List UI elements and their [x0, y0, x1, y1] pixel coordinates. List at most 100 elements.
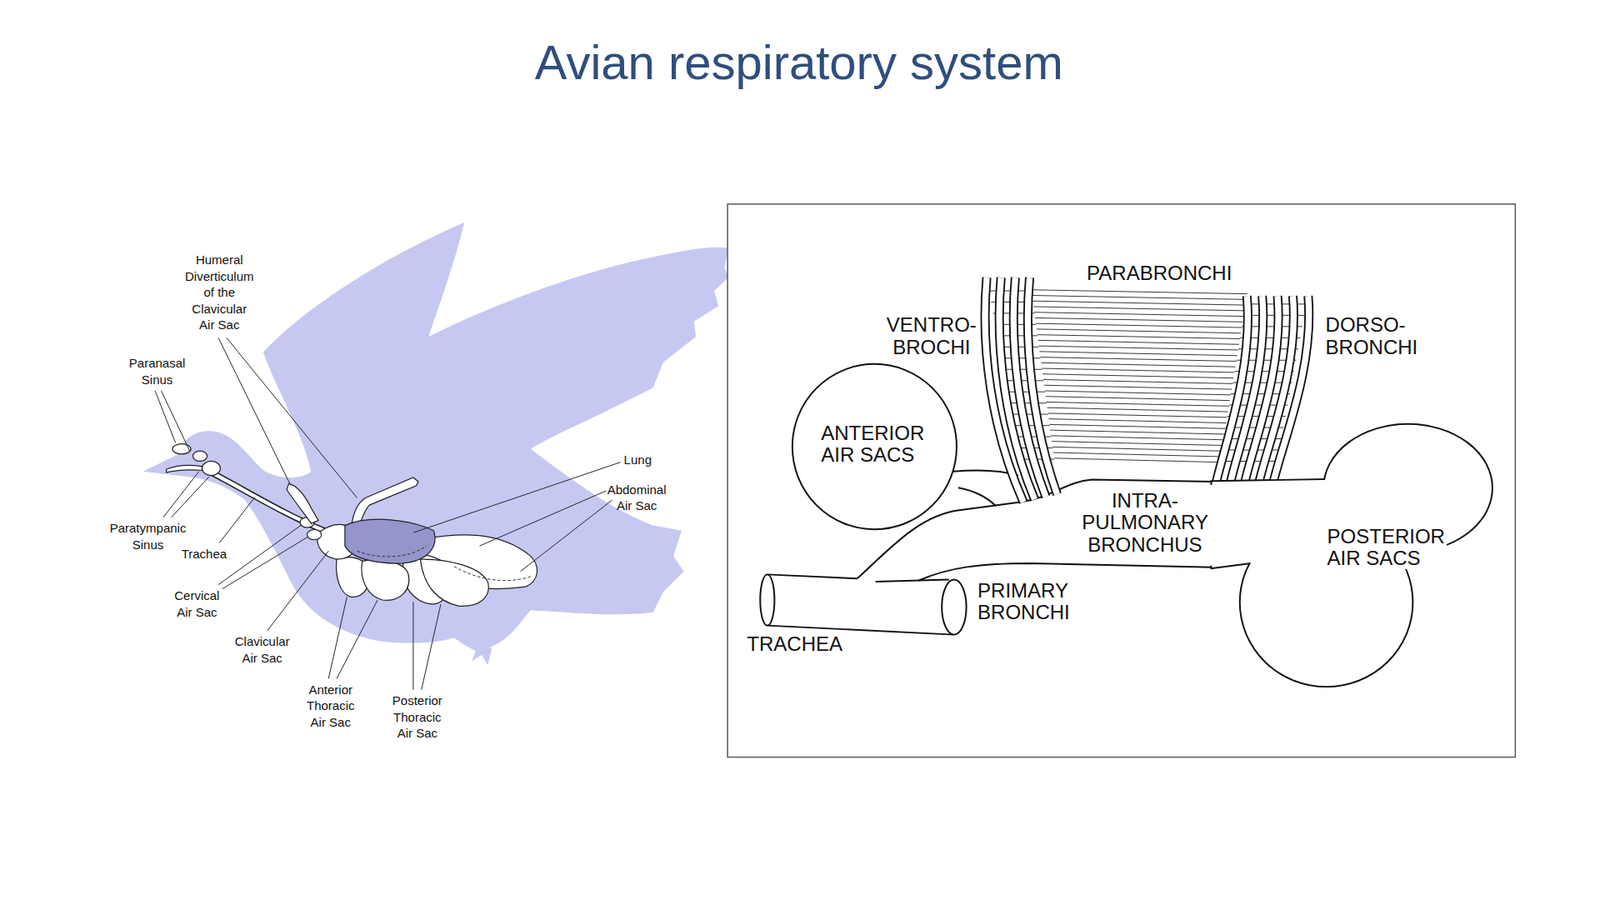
ventrobronchus-rung: [1000, 357, 1040, 359]
ventrobronchus-rung: [1005, 380, 1044, 381]
parabronchus-line: [1043, 380, 1233, 385]
parabronchus-line: [1039, 345, 1239, 350]
humeral-diverticulum: [286, 483, 319, 524]
parabronchus-line: [1033, 306, 1245, 311]
part-label: Humeral Diverticulum of the Clavicular A…: [185, 251, 255, 334]
bird-silhouette: [142, 222, 729, 665]
parabronchus-line: [1052, 446, 1222, 451]
part-label: Trachea: [181, 545, 227, 563]
humeral-diverticulum: [351, 477, 419, 526]
parabronchus-line: [1050, 430, 1225, 435]
parabronchus-line: [1054, 458, 1220, 463]
leader-line: [160, 390, 190, 451]
parabronchus-line: [1038, 340, 1240, 345]
bird-body: [142, 222, 729, 654]
parabronchus-line: [1051, 441, 1223, 446]
anterior-sac-neck: [958, 487, 996, 506]
parabronchus-line: [1045, 390, 1231, 395]
leader-line: [480, 490, 607, 546]
air-sac-label: ANTERIOR AIR SACS: [819, 422, 926, 467]
structure-label: PARABRONCHI: [1086, 262, 1232, 285]
lung: [345, 519, 435, 564]
dorsobronchus-outline: [1259, 295, 1294, 482]
leader-line: [222, 536, 309, 589]
parabronchus-line: [1045, 396, 1230, 401]
leader-line: [421, 604, 441, 690]
leader-line: [336, 600, 378, 679]
part-label: Abdominal Air Sac: [607, 481, 667, 515]
sinus-beak-tube: [166, 465, 203, 473]
ventrobronchus-rung: [1011, 414, 1049, 415]
air-sac-fill: [1212, 479, 1337, 567]
leader-line: [171, 476, 210, 518]
dorsobronchus-outline: [1245, 295, 1279, 482]
dashed-contour: [454, 566, 531, 581]
paranasal-sinus: [192, 450, 207, 461]
parabronchus-line: [1053, 452, 1221, 457]
leader-line: [267, 550, 329, 631]
structure-label: INTRA- PULMONARY BRONCHUS: [1081, 490, 1208, 556]
bird-claw: [471, 642, 492, 665]
leader-line: [218, 524, 302, 585]
dorsobronchus-inner: [1216, 295, 1249, 482]
leader-line: [413, 462, 621, 533]
trachea-outline: [209, 471, 325, 531]
primary-bronchus-top: [875, 580, 950, 582]
bronchi: [985, 277, 1310, 502]
ventrobronchus-rung: [1013, 425, 1050, 426]
leader-line: [520, 500, 612, 572]
parabronchus-line: [1035, 323, 1242, 328]
anterior-thoracic-sac: [361, 560, 410, 601]
neck-opening: [1210, 485, 1215, 566]
airway-lower-edge: [918, 563, 1215, 581]
trachea-inner: [209, 471, 325, 531]
air-sac-outline: [792, 364, 957, 530]
ventrobronchus-rung: [1007, 391, 1045, 393]
ventrobronchus-inner: [1027, 277, 1057, 495]
parabronchus-line: [1050, 435, 1224, 440]
slide-title: Avian respiratory system: [535, 33, 1064, 92]
primary-bronchus-end: [941, 580, 966, 635]
parabronchus-line: [1042, 374, 1234, 379]
parabronchus-line: [1048, 419, 1226, 424]
parabronchus-line: [1037, 335, 1240, 340]
leader-line: [412, 601, 414, 690]
dorsobronchus-outline: [1230, 295, 1264, 482]
leader-line: [328, 596, 347, 679]
parabronchus-line: [1034, 312, 1244, 317]
parabronchus-line: [1030, 290, 1247, 295]
parabronchus-line: [1035, 317, 1243, 322]
dorsobronchus-inner: [1273, 295, 1310, 482]
structure-label: VENTRO- BROCHI: [886, 314, 977, 359]
dorsobronchus-inner: [1230, 295, 1264, 482]
paratympanic-sinus: [201, 460, 220, 475]
parabronchus-line: [1040, 362, 1235, 367]
ventrobronchus-rung: [1015, 436, 1051, 438]
parabronchus-line: [1039, 351, 1237, 356]
dorsobronchus-outline: [1216, 295, 1249, 482]
air-sac-lobes: POSTERIOR AIR SACS: [1210, 421, 1496, 690]
dashed-contour: [357, 545, 427, 557]
dorsobronchus-outline: [1273, 295, 1310, 482]
trachea-top: [767, 574, 858, 579]
leader-line: [163, 471, 200, 518]
part-label: Posterior Thoracic Air Sac: [392, 692, 443, 742]
ventrobronchus-outline: [1027, 277, 1057, 495]
dorsobronchus-inner: [1245, 295, 1279, 482]
part-label: Clavicular Air Sac: [235, 633, 290, 666]
dorsobronchus-inner: [1259, 295, 1294, 482]
trachea-end: [760, 574, 775, 625]
structure-label: DORSO- BRONCHI: [1325, 314, 1419, 359]
parabronchus-line: [1049, 424, 1225, 429]
parabronchus-line: [1047, 407, 1229, 412]
ventrobronchus-rung: [1003, 369, 1042, 370]
structure-label: PRIMARY BRONCHI: [977, 580, 1070, 625]
parabronchus-line: [1044, 385, 1232, 390]
part-label: Paratympanic Sinus: [110, 520, 187, 553]
leader-line: [226, 337, 358, 498]
paranasal-sinus: [172, 444, 191, 455]
leader-line: [218, 337, 291, 486]
parabronchus-line: [1046, 401, 1230, 406]
dashed-contours: [357, 545, 531, 580]
leader-line: [219, 496, 255, 543]
